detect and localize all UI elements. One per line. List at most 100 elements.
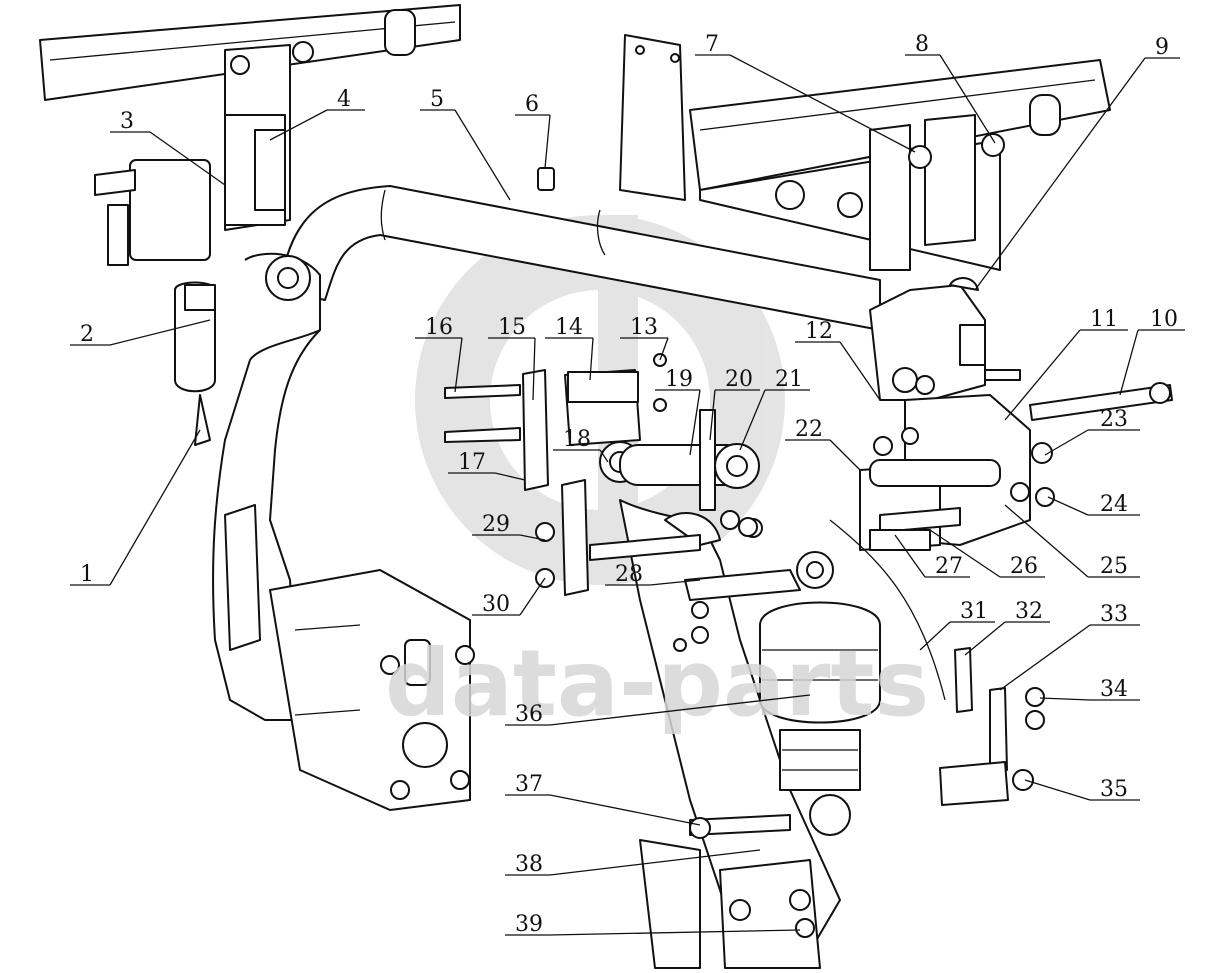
pivot-mount-assembly <box>444 353 760 596</box>
upper-right-frame-rail <box>619 34 1111 271</box>
callout-label-37: 37 <box>515 772 543 797</box>
callout-label-9: 9 <box>1155 35 1169 60</box>
callout-label-31: 31 <box>960 599 988 624</box>
callout-leader-13 <box>659 337 669 361</box>
callout-32: 32 <box>964 599 1050 656</box>
callout-leader-18 <box>599 449 609 463</box>
callout-22: 22 <box>785 417 861 471</box>
callout-leader-30 <box>519 577 546 616</box>
callout-1: 1 <box>70 429 201 587</box>
callout-leader-39 <box>549 929 801 936</box>
callout-15: 15 <box>488 315 536 401</box>
callout-label-28: 28 <box>615 562 643 587</box>
callout-label-29: 29 <box>482 512 510 537</box>
callout-8: 8 <box>905 32 996 144</box>
callout-label-22: 22 <box>795 417 823 442</box>
callout-2: 2 <box>70 319 211 347</box>
callout-18: 18 <box>553 427 609 463</box>
callout-leader-1 <box>109 429 201 586</box>
callout-leader-12 <box>839 341 881 401</box>
callout-leader-34 <box>1039 697 1091 701</box>
callout-25: 25 <box>1004 504 1140 579</box>
right-bracket-assembly <box>859 369 1173 551</box>
callout-leader-37 <box>549 794 701 826</box>
callout-label-10: 10 <box>1150 307 1178 332</box>
callout-30: 30 <box>472 577 546 617</box>
callout-33: 33 <box>999 602 1140 691</box>
left-arm-and-bracket <box>212 252 475 811</box>
small-brackets-right <box>535 517 1045 806</box>
callout-5: 5 <box>420 87 511 201</box>
callout-27: 27 <box>894 534 970 579</box>
callout-label-36: 36 <box>515 702 543 727</box>
callout-34: 34 <box>1039 677 1140 702</box>
callout-label-30: 30 <box>482 592 510 617</box>
callout-leader-16 <box>454 337 463 393</box>
callout-label-20: 20 <box>725 367 753 392</box>
callout-label-5: 5 <box>430 87 444 112</box>
callout-label-27: 27 <box>935 554 963 579</box>
callout-label-4: 4 <box>337 87 351 112</box>
callout-7: 7 <box>695 32 916 153</box>
callout-38: 38 <box>505 849 761 877</box>
callout-label-7: 7 <box>705 32 719 57</box>
callout-leader-24 <box>1047 496 1089 516</box>
callout-leader-17 <box>494 472 526 481</box>
callout-20: 20 <box>709 367 760 441</box>
callout-leader-14 <box>589 337 594 381</box>
callout-leader-32 <box>964 621 1006 656</box>
callout-leader-11 <box>1004 329 1081 421</box>
callout-leader-21 <box>739 389 766 451</box>
callout-3: 3 <box>110 109 226 186</box>
callout-leader-23 <box>1044 429 1089 456</box>
callout-label-34: 34 <box>1100 677 1128 702</box>
callout-10: 10 <box>1119 307 1185 396</box>
callout-16: 16 <box>415 315 463 393</box>
callout-21: 21 <box>739 367 810 451</box>
callout-leader-28 <box>649 579 701 586</box>
callout-label-24: 24 <box>1100 492 1128 517</box>
callout-leader-31 <box>919 621 951 651</box>
callout-label-6: 6 <box>525 92 539 117</box>
callout-label-39: 39 <box>515 912 543 937</box>
callout-37: 37 <box>505 772 701 826</box>
callout-leader-6 <box>544 114 551 169</box>
callout-leader-7 <box>729 54 916 153</box>
callout-label-11: 11 <box>1090 307 1118 332</box>
callout-31: 31 <box>919 599 995 651</box>
callout-19: 19 <box>655 367 701 456</box>
callout-label-12: 12 <box>805 319 833 344</box>
callout-17: 17 <box>448 450 526 481</box>
callout-leader-4 <box>269 109 328 141</box>
callout-label-18: 18 <box>563 427 591 452</box>
callout-label-1: 1 <box>80 562 94 587</box>
callout-36: 36 <box>505 694 811 727</box>
height-valve-assembly <box>94 114 286 446</box>
lower-arm-and-air-spring <box>619 499 946 969</box>
callout-label-17: 17 <box>458 450 486 475</box>
callout-leader-27 <box>894 534 926 578</box>
callout-13: 13 <box>620 315 669 361</box>
callout-label-2: 2 <box>80 322 94 347</box>
callout-label-3: 3 <box>120 109 134 134</box>
callout-26: 26 <box>929 529 1045 579</box>
callout-leader-35 <box>1024 779 1091 801</box>
callout-label-14: 14 <box>555 315 583 340</box>
callout-28: 28 <box>605 562 701 587</box>
callout-label-38: 38 <box>515 852 543 877</box>
callout-11: 11 <box>1004 307 1128 421</box>
cab-lock-mechanism <box>869 277 986 401</box>
callout-label-13: 13 <box>630 315 658 340</box>
callout-24: 24 <box>1047 492 1140 517</box>
callout-39: 39 <box>505 912 801 937</box>
callout-label-21: 21 <box>775 367 803 392</box>
callout-label-8: 8 <box>915 32 929 57</box>
callout-label-25: 25 <box>1100 554 1128 579</box>
callout-9: 9 <box>974 35 1180 291</box>
callout-label-26: 26 <box>1010 554 1038 579</box>
callout-leader-15 <box>532 337 536 401</box>
callout-label-15: 15 <box>498 315 526 340</box>
callout-leader-33 <box>999 624 1091 691</box>
